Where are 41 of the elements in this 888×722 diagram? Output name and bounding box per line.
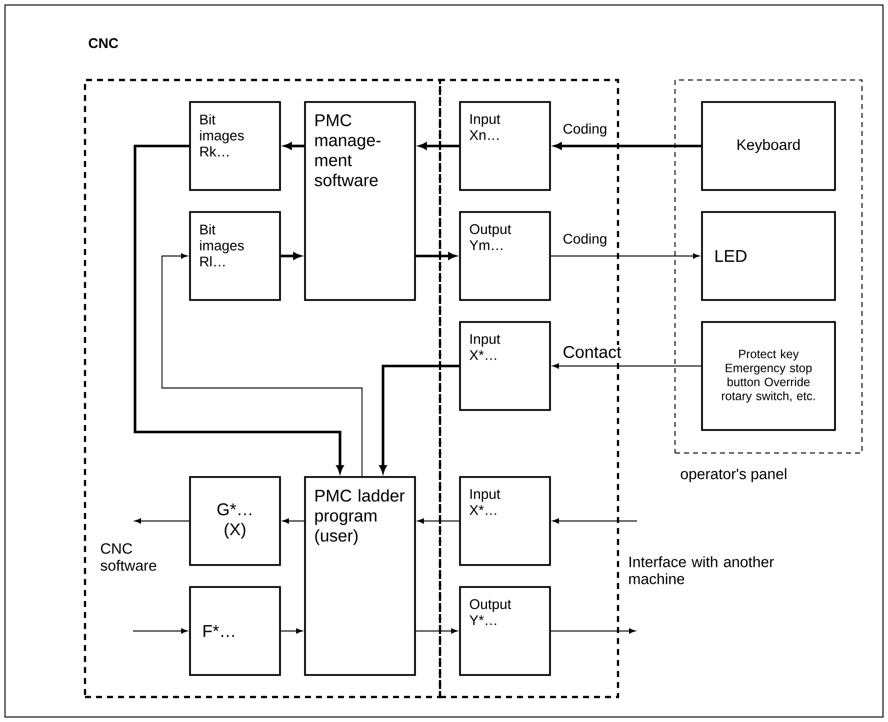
- arrow: [282, 518, 305, 524]
- dashed-region: [84, 78, 442, 698]
- arrow: [552, 363, 702, 369]
- arrow: [280, 628, 303, 634]
- edge-label: Contact: [562, 344, 622, 360]
- edge-label: Coding: [562, 122, 608, 138]
- block-box: Output Y*…: [459, 586, 551, 676]
- dashed-region: [674, 80, 862, 454]
- arrow: [134, 518, 190, 524]
- block-box: F*…: [189, 586, 281, 676]
- arrow: [552, 518, 638, 524]
- block-box: PMC manage- ment software: [304, 101, 416, 301]
- block-box: Protect key Emergency stop button Override rotary switch, etc.: [701, 321, 836, 431]
- block-box: PMC ladder program (user): [304, 476, 416, 676]
- block-box: Bit images Rk…: [189, 101, 281, 191]
- note-text: Interface with another machine: [629, 556, 774, 584]
- arrow: [418, 142, 460, 150]
- edge-label: Coding: [562, 232, 608, 248]
- block-box: Keyboard: [701, 101, 836, 191]
- arrow: [550, 253, 700, 259]
- block-box: Input Xn…: [459, 101, 551, 191]
- arrow: [284, 142, 304, 150]
- arrow: [162, 253, 362, 477]
- arrow: [134, 144, 344, 474]
- block-box: G*… (X): [189, 476, 281, 566]
- block-box: Input X*…: [459, 476, 551, 566]
- arrow: [379, 364, 460, 474]
- panel-caption: operator's panel: [680, 468, 786, 482]
- dashed-region: [438, 78, 620, 698]
- arrow: [550, 628, 636, 634]
- arrow: [417, 518, 460, 524]
- block-box: Bit images Rl…: [189, 211, 281, 301]
- arrow: [415, 628, 458, 634]
- arrow: [416, 252, 456, 260]
- block-box: LED: [701, 211, 836, 301]
- arrow: [554, 142, 702, 150]
- block-box: Output Ym…: [459, 211, 551, 301]
- note-text: CNC software: [100, 543, 156, 571]
- arrow: [132, 628, 188, 634]
- block-box: Input X*…: [459, 321, 551, 411]
- arrow: [280, 252, 302, 260]
